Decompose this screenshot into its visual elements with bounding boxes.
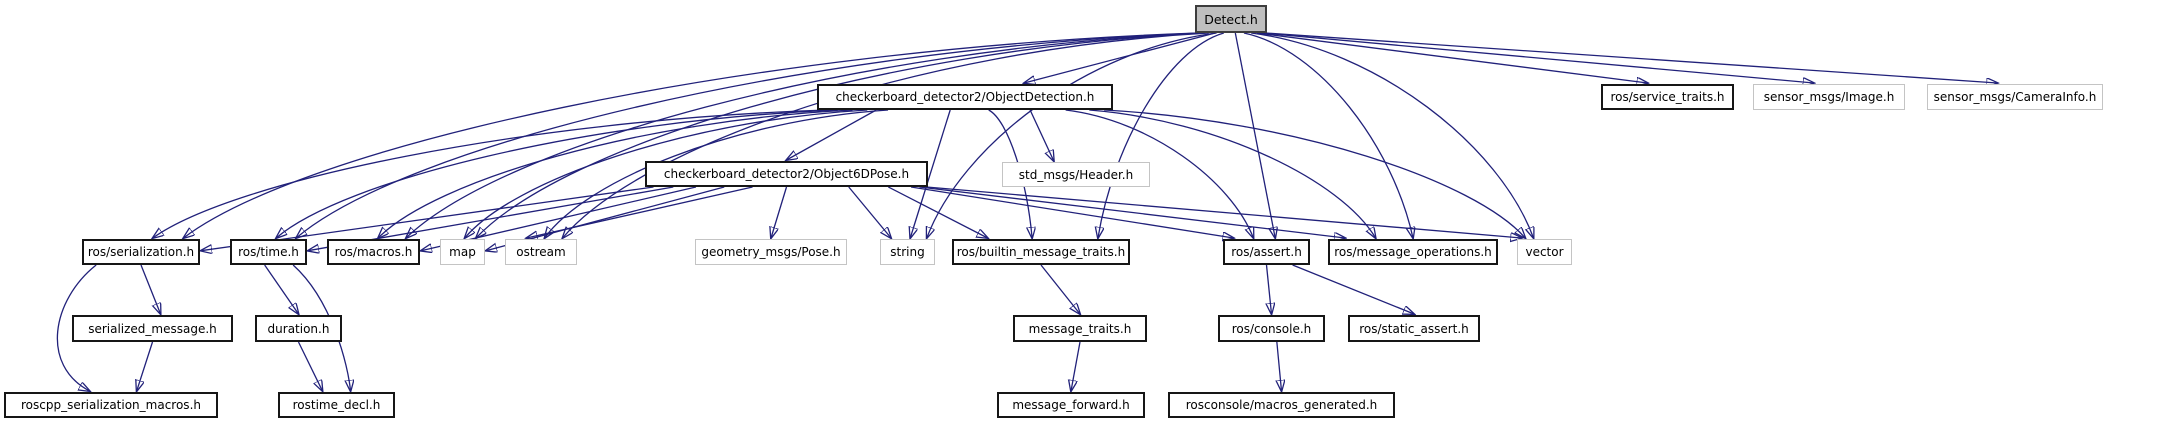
edge-layer: [56, 32, 1998, 391]
edge-detect-to-image: [1261, 32, 1814, 83]
edge-assert-to-static_assert: [1292, 264, 1414, 314]
edge-detect-to-serialization: [183, 32, 1198, 238]
graph-node-label: duration.h: [267, 321, 330, 336]
graph-node-label: ros/assert.h: [1231, 245, 1302, 259]
graph-node-label: rosconsole/macros_generated.h: [1185, 398, 1378, 412]
edge-object6dpose-to-ostream: [527, 186, 753, 238]
graph-node-static_assert[interactable]: ros/static_assert.h: [1348, 315, 1480, 342]
graph-node-macros[interactable]: ros/macros.h: [327, 239, 420, 265]
edge-object6dpose-to-vector: [926, 186, 1522, 238]
edge-detect-to-map: [476, 32, 1206, 238]
edge-object_detection-to-object6dpose: [787, 109, 877, 160]
edge-object_detection-to-header: [1029, 109, 1054, 161]
edge-object_detection-to-assert: [1065, 109, 1254, 238]
graph-node-label: roscpp_serialization_macros.h: [21, 398, 201, 412]
graph-node-label: ros/macros.h: [334, 245, 413, 259]
graph-node-label: ros/serialization.h: [87, 245, 195, 259]
graph-node-rosconsole_macros[interactable]: rosconsole/macros_generated.h: [1168, 392, 1395, 418]
graph-node-label: vector: [1525, 245, 1564, 259]
graph-node-map: map: [440, 239, 485, 265]
graph-node-label: geometry_msgs/Pose.h: [701, 245, 841, 259]
edge-serialization-to-roscpp_ser_macros: [56, 264, 97, 391]
graph-node-message_forward[interactable]: message_forward.h: [997, 392, 1145, 418]
graph-node-time[interactable]: ros/time.h: [230, 239, 307, 265]
edge-object6dpose-to-pose: [771, 186, 788, 238]
edge-detect-to-camera_info: [1265, 32, 1998, 83]
graph-node-serialization[interactable]: ros/serialization.h: [82, 239, 200, 265]
edge-object_detection-to-map: [465, 109, 868, 238]
edge-object_detection-to-serialization: [153, 109, 826, 238]
graph-node-label: rostime_decl.h: [292, 398, 381, 412]
graph-node-msg_ops[interactable]: ros/message_operations.h: [1328, 239, 1498, 265]
graph-node-label: message_forward.h: [1012, 398, 1130, 412]
edge-object_detection-to-macros: [378, 109, 853, 238]
edge-builtin-to-message_traits: [1040, 264, 1080, 314]
graph-node-label: sensor_msgs/Image.h: [1763, 90, 1895, 104]
edge-detect-to-macros: [406, 32, 1203, 238]
graph-node-duration[interactable]: duration.h: [255, 315, 342, 342]
edge-time-to-duration: [264, 264, 299, 314]
edge-message_traits-to-message_forward: [1071, 341, 1081, 391]
edge-detect-to-vector: [1251, 32, 1533, 238]
graph-node-label: ros/builtin_message_traits.h: [956, 245, 1126, 259]
graph-node-string: string: [880, 239, 935, 265]
edge-serialization-to-serialized_message: [140, 264, 161, 314]
edge-duration-to-rostime_decl: [297, 341, 323, 391]
edge-detect-to-service_traits: [1256, 32, 1648, 83]
graph-node-camera_info: sensor_msgs/CameraInfo.h: [1927, 84, 2103, 110]
graph-node-label: ros/service_traits.h: [1610, 90, 1725, 104]
edge-serialized_message-to-roscpp_ser_macros: [137, 341, 154, 391]
edge-object_detection-to-msg_ops: [1089, 109, 1375, 238]
edge-detect-to-msg_ops: [1243, 32, 1413, 238]
graph-node-console[interactable]: ros/console.h: [1218, 315, 1325, 342]
graph-node-object6dpose[interactable]: checkerboard_detector2/Object6DPose.h: [645, 161, 928, 187]
edge-assert-to-console: [1267, 264, 1272, 314]
edge-object6dpose-to-builtin: [888, 186, 987, 238]
edge-detect-to-assert: [1234, 32, 1275, 238]
graph-node-label: checkerboard_detector2/ObjectDetection.h: [835, 90, 1095, 104]
graph-node-message_traits[interactable]: message_traits.h: [1013, 315, 1147, 342]
graph-node-label: serialized_message.h: [88, 321, 217, 336]
graph-node-label: message_traits.h: [1028, 321, 1132, 336]
graph-node-detect: Detect.h: [1195, 5, 1267, 33]
edge-detect-to-time: [296, 32, 1201, 238]
edge-object_detection-to-ostream: [545, 109, 889, 238]
graph-node-label: ros/static_assert.h: [1359, 321, 1469, 336]
edge-object_detection-to-builtin: [988, 109, 1032, 238]
graph-node-rostime_decl[interactable]: rostime_decl.h: [278, 392, 395, 418]
edge-detect-to-object_detection: [1024, 32, 1216, 83]
graph-node-label: sensor_msgs/CameraInfo.h: [1933, 90, 2097, 104]
graph-node-ostream: ostream: [505, 239, 577, 265]
edge-object_detection-to-string: [910, 109, 951, 238]
graph-node-pose: geometry_msgs/Pose.h: [695, 239, 847, 265]
graph-node-vector: vector: [1517, 239, 1572, 265]
graph-node-service_traits[interactable]: ros/service_traits.h: [1601, 84, 1734, 110]
graph-node-label: string: [890, 245, 925, 259]
graph-node-label: checkerboard_detector2/Object6DPose.h: [663, 167, 910, 181]
graph-node-label: ostream: [516, 245, 566, 259]
graph-node-builtin[interactable]: ros/builtin_message_traits.h: [952, 239, 1130, 265]
graph-node-serialized_message[interactable]: serialized_message.h: [72, 315, 233, 342]
edge-object6dpose-to-string: [848, 186, 891, 238]
graph-node-header: std_msgs/Header.h: [1002, 162, 1150, 187]
graph-node-label: ros/message_operations.h: [1334, 245, 1492, 259]
graph-node-label: std_msgs/Header.h: [1018, 167, 1134, 182]
edge-console-to-rosconsole_macros: [1277, 341, 1282, 391]
graph-node-object_detection[interactable]: checkerboard_detector2/ObjectDetection.h: [817, 84, 1113, 110]
graph-node-label: map: [449, 245, 476, 259]
graph-node-label: ros/time.h: [238, 245, 299, 259]
graph-node-image: sensor_msgs/Image.h: [1753, 84, 1905, 110]
edge-object_detection-to-time: [276, 109, 838, 238]
edge-object_detection-to-vector: [1104, 109, 1525, 238]
edge-object6dpose-to-assert: [910, 186, 1233, 238]
edge-object6dpose-to-msg_ops: [919, 186, 1345, 238]
graph-node-assert[interactable]: ros/assert.h: [1223, 239, 1310, 265]
graph-node-label: ros/console.h: [1231, 321, 1312, 336]
graph-node-label: Detect.h: [1204, 11, 1258, 27]
graph-node-roscpp_ser_macros[interactable]: roscpp_serialization_macros.h: [4, 392, 218, 418]
